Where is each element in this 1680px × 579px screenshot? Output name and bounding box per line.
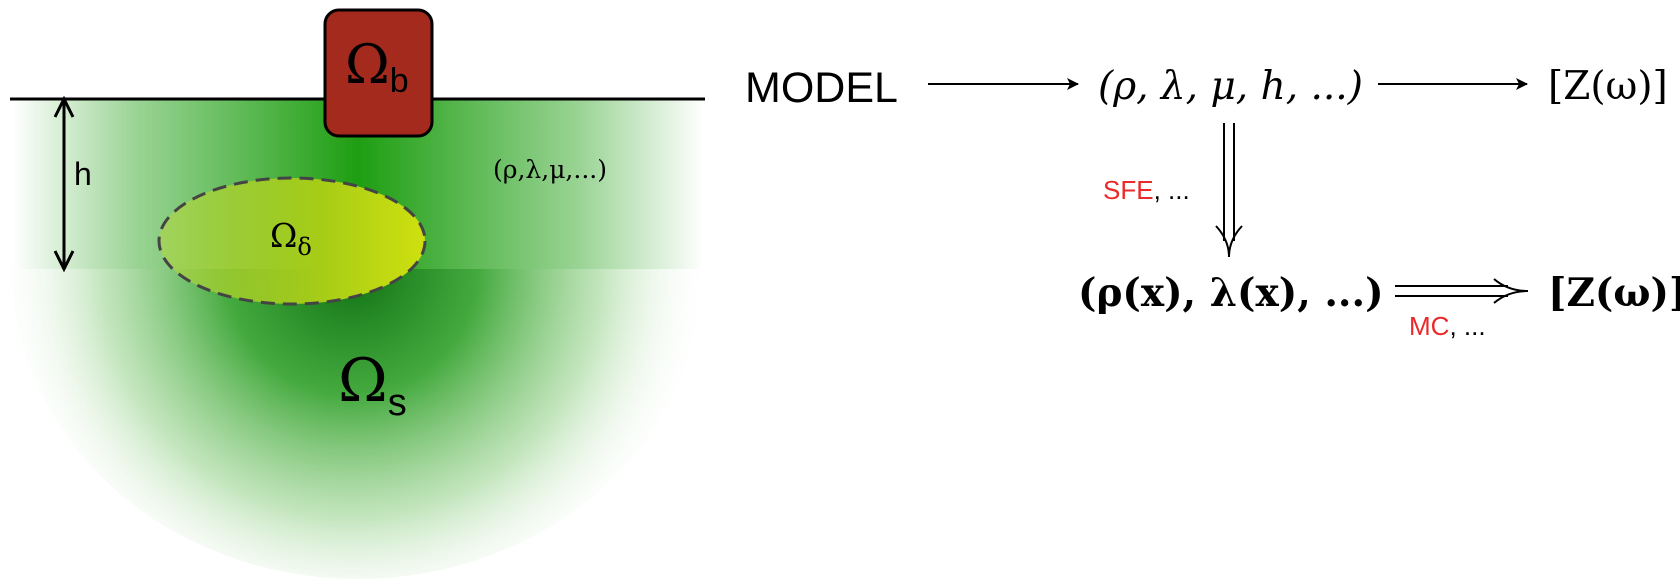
mc-suffix: , ... (1449, 311, 1485, 341)
halfspace-label: Ωs (338, 346, 407, 424)
mc-annotation: MC, ... (1409, 311, 1486, 341)
sfe-suffix: , ... (1154, 175, 1190, 205)
model-label: MODEL (745, 64, 898, 112)
mc-method: MC (1409, 311, 1449, 341)
flow-diagram: MODEL (ρ, λ, μ, h, ...) [Z(ω)] SFE, ... … (745, 64, 1680, 341)
halfspace-subscript: s (388, 382, 407, 424)
params-tuple: (ρ, λ, μ, h, ...) (1098, 64, 1363, 109)
inclusion-label: Ωδ (270, 216, 312, 261)
random-fields-tuple: (ρ(x), λ(x), ...) (1078, 270, 1384, 316)
depth-dimension-arrow (53, 95, 75, 273)
halfspace-omega: Ω (338, 346, 388, 416)
halfspace (12, 269, 704, 579)
building (323, 8, 434, 138)
soil-figure: h Ωb (ρ,λ,μ,...) Ωδ Ωs (10, 8, 705, 579)
sfe-method: SFE (1103, 175, 1154, 205)
building-label: Ωb (345, 33, 409, 100)
inclusion (157, 176, 427, 306)
impedance-deterministic: [Z(ω)] (1548, 64, 1668, 109)
building-subscript: b (390, 62, 409, 100)
depth-label: h (74, 156, 92, 192)
layer-parameters: (ρ,λ,μ,...) (493, 155, 607, 184)
inclusion-subscript: δ (297, 233, 311, 261)
arrow-mc-right (1395, 278, 1529, 304)
inclusion-omega: Ω (270, 216, 297, 255)
building-omega: Ω (345, 33, 390, 96)
arrow-sfe-down (1215, 123, 1243, 258)
sfe-annotation: SFE, ... (1103, 175, 1190, 205)
impedance-random: [Z(ω)] (1548, 270, 1680, 316)
